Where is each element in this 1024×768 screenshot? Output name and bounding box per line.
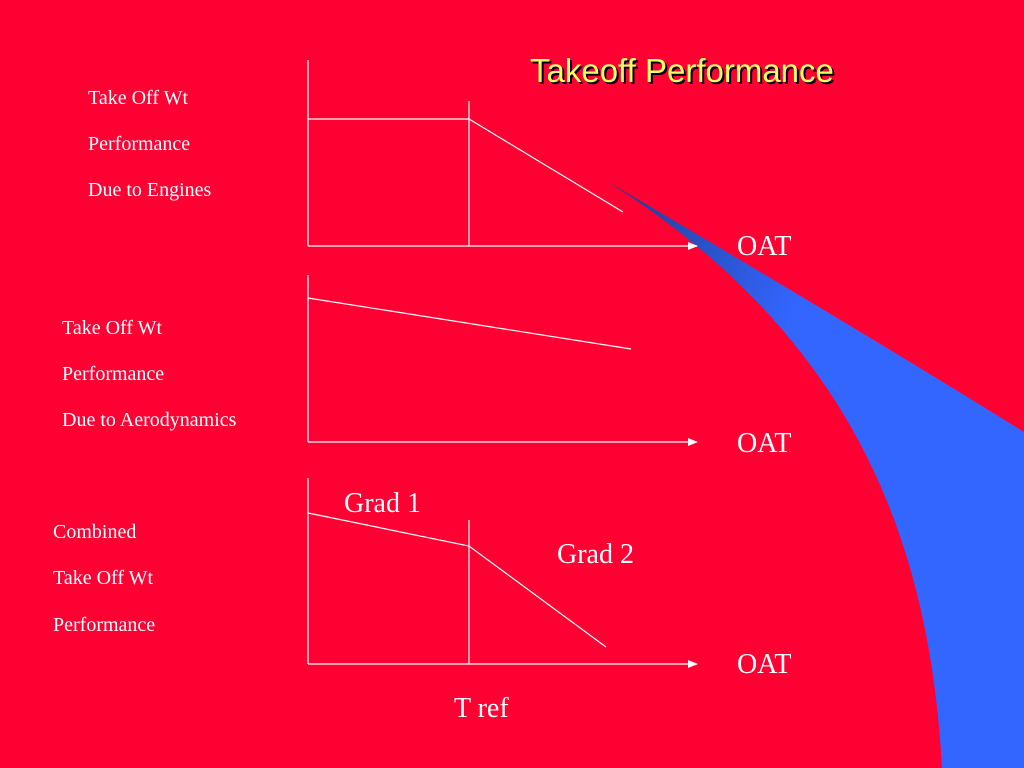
panel1-curve	[308, 118, 624, 213]
slide-title: Takeoff Performance	[530, 52, 834, 89]
panel2-curve	[307, 297, 632, 350]
panel2-label-line2: Performance	[62, 363, 165, 385]
panel3-label-line2: Take Off Wt	[53, 567, 154, 589]
panel1-label-line2: Performance	[88, 133, 191, 155]
grad2-label: Grad 2	[557, 539, 634, 570]
panel2-label-line1: Take Off Wt	[62, 317, 163, 339]
panel1-label-line1: Take Off Wt	[88, 87, 189, 109]
grad1-label: Grad 1	[344, 488, 421, 519]
panel1-x-axis-label: OAT	[737, 231, 792, 262]
panel2-label-line3: Due to Aerodynamics	[62, 409, 237, 431]
panel1-label-line3: Due to Engines	[88, 179, 212, 201]
panel3-curve	[307, 512, 607, 648]
panel3-label-line1: Combined	[53, 521, 137, 543]
panel3-label-line3: Performance	[53, 614, 156, 636]
tref-label: T ref	[454, 693, 509, 724]
panel3-x-axis-label: OAT	[737, 649, 792, 680]
panel2-x-axis-label: OAT	[737, 428, 792, 459]
